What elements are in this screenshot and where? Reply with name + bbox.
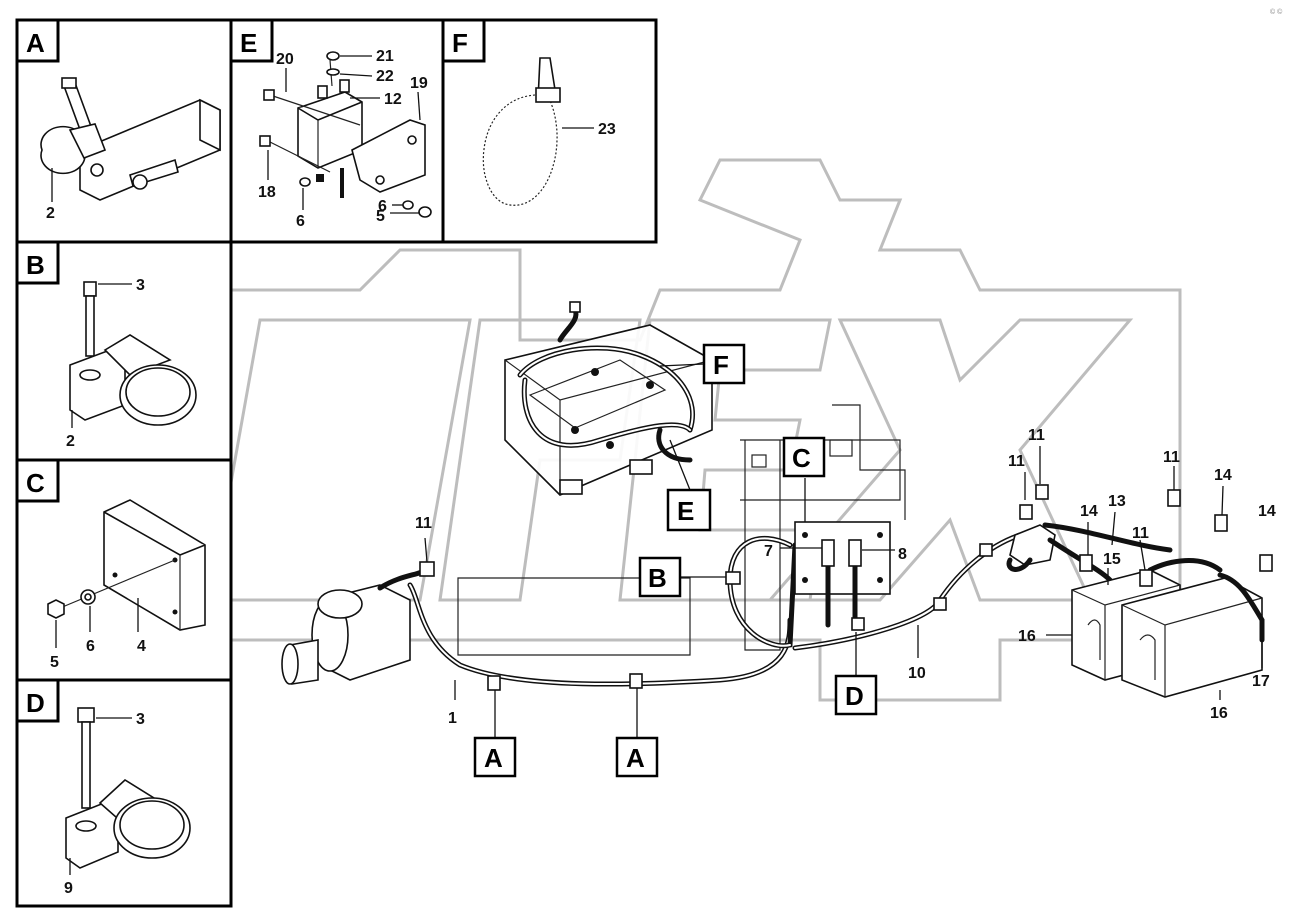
panel-e-badge [229, 18, 274, 63]
label-7: 7 [764, 543, 773, 560]
panel-c-badge [15, 458, 60, 503]
svg-text:B: B [648, 563, 667, 593]
panel-b-badge [15, 240, 60, 285]
panel-f-letter: F [452, 28, 468, 58]
panel-e-label-22: 22 [376, 68, 394, 85]
panel-c-label-4: 4 [137, 638, 146, 655]
svg-text:A: A [626, 743, 645, 773]
panel-d-label-9: 9 [64, 880, 73, 897]
panel-c-label-5: 5 [50, 654, 59, 671]
panel-f-badge [441, 18, 486, 63]
panel-a-badge [15, 18, 60, 63]
svg-text:D: D [845, 681, 864, 711]
panel-e-label-21: 21 [376, 48, 394, 65]
panel-e-label-19: 19 [410, 75, 428, 92]
corner-mark: © © [1270, 8, 1283, 16]
panel-e-label-5: 5 [376, 208, 385, 225]
label-11-starter: 11 [415, 515, 432, 532]
tag-e: E [666, 439, 712, 532]
label-14-a: 14 [1080, 503, 1098, 520]
panel-e-label-12: 12 [384, 91, 402, 108]
svg-text:E: E [677, 496, 694, 526]
tag-c: C [782, 436, 826, 522]
panel-c-label-6: 6 [86, 638, 95, 655]
label-15: 15 [1103, 551, 1121, 568]
panel-a-letter: A [26, 28, 45, 58]
tag-a-right: A [615, 688, 659, 778]
label-1: 1 [448, 710, 457, 727]
label-14-c: 14 [1258, 503, 1276, 520]
panel-d-letter: D [26, 688, 45, 718]
label-11-d: 11 [1132, 525, 1149, 542]
tag-f: F [659, 343, 746, 385]
tag-a-left: A [473, 690, 517, 778]
label-17: 17 [1252, 673, 1270, 690]
panel-b-letter: B [26, 250, 45, 280]
panel-e-label-6b: 6 [378, 198, 387, 215]
panel-e-label-6a: 6 [296, 213, 305, 230]
panel-c: C 5 6 4 [15, 458, 233, 682]
main-labels: 11 1 7 8 11 11 11 13 11 14 14 15 16 16 1… [415, 427, 1276, 727]
label-10: 10 [908, 665, 926, 682]
panel-e-label-20: 20 [276, 51, 294, 68]
panel-c-letter: C [26, 468, 45, 498]
panel-b-label-2: 2 [66, 433, 75, 450]
label-11-b: 11 [1028, 427, 1045, 444]
panel-f: F 23 [441, 18, 658, 244]
main-assembly [281, 301, 1273, 698]
panel-e-label-18: 18 [258, 184, 276, 201]
label-11-c: 11 [1163, 449, 1180, 466]
svg-text:F: F [713, 350, 729, 380]
panel-a-label-2: 2 [46, 205, 55, 222]
panel-e: E 20 21 22 12 19 18 6 6 [229, 18, 445, 244]
label-13: 13 [1108, 493, 1126, 510]
panel-f-label-23: 23 [598, 121, 616, 138]
label-16-a: 16 [1018, 628, 1036, 645]
panel-a: A 2 [15, 18, 233, 244]
panel-b-label-3: 3 [136, 277, 145, 294]
label-11-a: 11 [1008, 453, 1025, 470]
svg-text:C: C [792, 443, 811, 473]
label-8: 8 [898, 546, 907, 563]
panel-d-badge [15, 678, 60, 723]
panel-d: D 3 9 [15, 678, 233, 908]
panel-d-label-3: 3 [136, 711, 145, 728]
panel-b: B 3 2 [15, 240, 233, 462]
tag-d: D [834, 632, 878, 716]
tag-b: B [638, 556, 726, 598]
label-16-b: 16 [1210, 705, 1228, 722]
panel-e-letter: E [240, 28, 257, 58]
label-14-b: 14 [1214, 467, 1232, 484]
svg-text:A: A [484, 743, 503, 773]
